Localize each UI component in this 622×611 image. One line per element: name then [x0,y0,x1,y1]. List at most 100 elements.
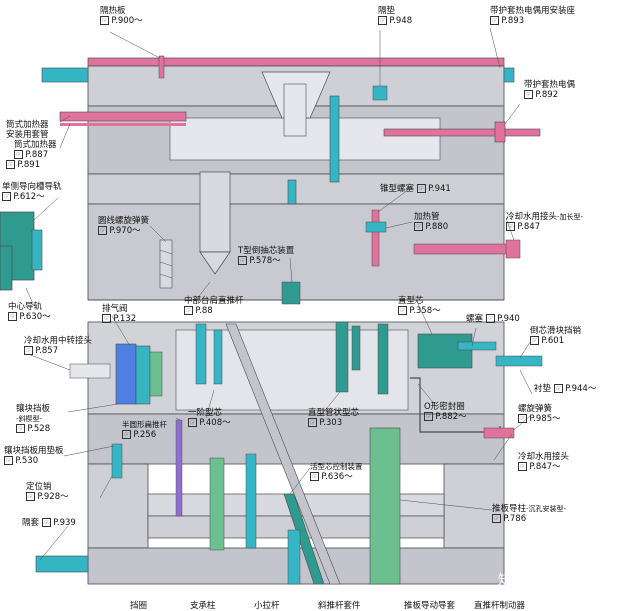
label-name: 倒芯滑块挡销 [530,326,582,336]
nozzle-center [283,83,307,137]
ref-text: P.786 [503,514,527,524]
label-ref: ☞P.893 [490,16,575,26]
label-name: 螺旋弹簧 [518,404,553,414]
label-name: 镶块挡板用垫板 [4,446,64,456]
core-pin-5 [351,325,361,371]
label-suffix: -斜楔型- [16,415,43,423]
vertical-screw-1 [329,95,340,183]
label-ref: ☞P.892 [524,90,575,100]
page-ref-icon: ☞ [398,306,408,315]
t-slider-shape [281,281,301,305]
label-cooling-connector-long: 冷却水用接头-加长型- ☞P.847 [506,212,583,232]
page-ref-icon: ☞ [490,16,500,25]
label-name: 排气阀 [102,304,128,314]
label-ref: ☞P.630～ [8,312,51,322]
page-ref-icon: ☞ [4,456,14,465]
ref-text: P.612～ [13,192,45,202]
label-name: 小拉杆 [254,601,280,611]
label-name: 中心导轨 [8,302,43,312]
label-ref: ☞P.408～ [188,418,231,428]
label-ref: ☞P.601 [530,336,581,346]
label-ref: ☞P.88 [184,306,244,316]
label-name: 加热管 [414,212,440,222]
label-bushing: 衬垫 ☞P.944～ [534,384,596,394]
core-pin-1 [195,323,207,385]
label-ref: ☞P.303 [308,418,359,428]
ref-text: P.303 [319,418,343,428]
label-ref: ☞P.891 [6,160,49,170]
label-name: 单侧导向槽导轨 [2,182,62,192]
ref-text: P.900～ [111,16,143,26]
label-ejector-guide-bush: 推板导动导套 [404,601,455,611]
top-screw-right [503,67,515,83]
ref-text: P.941 [428,184,451,194]
insert-stop-pad-shape [135,345,151,405]
label-ref: ☞P.882～ [424,412,467,422]
label-name: 斜推杆套件 [318,601,361,611]
ref-text: P.887 [25,150,49,160]
label-name: 筒式加热器 安装用套管 [6,120,49,140]
page-ref-icon: ☞ [188,418,198,427]
page-ref-icon: ☞ [102,314,112,323]
ref-text: P.601 [541,336,565,346]
label-ref: ☞P.940 [485,314,520,324]
label-stop-pin: 挡圈 [130,601,147,611]
spring-coil-3 [159,273,173,279]
label-name: 镶块挡板 [16,404,51,414]
label-small-pull-rod: 小拉杆 [254,601,280,611]
label-ref: ☞P.970～ [98,226,149,236]
label-ref: ☞P.132 [102,314,136,324]
thermocouple-shape [383,128,541,137]
label-tube-heater: 筒式加热器 ☞P.887 [14,140,57,160]
page-ref-icon: ☞ [14,150,24,159]
label-name: T型倒抽芯装置 [238,246,295,256]
page-ref-icon: ☞ [6,160,16,169]
label-spacer: 隔套 ☞P.939 [22,518,76,528]
label-name: 筒式加热器 [14,140,57,150]
label-name: 活型芯控制装置 [310,462,363,471]
label-name: 推板导柱 [492,504,527,514]
support-plate [87,413,505,465]
label-cooling-connector: 冷却水用接头 ☞P.847～ [518,452,569,472]
label-name: 带护套热电偶 [524,80,576,90]
label-suffix: -沉孔安装型- [526,505,567,513]
heating-tube-shape [371,209,380,267]
label-name: 挡圈 [130,601,148,611]
label-ref: ☞P.928～ [26,492,69,502]
straight-core-shape [417,333,473,369]
label-step-core: 一阶型芯 ☞P.408～ [188,408,231,428]
ref-text: P.940 [497,314,520,324]
label-center-guide-rail: 中心导轨 ☞P.630～ [8,302,51,322]
ref-text: P.985～ [529,414,561,424]
label-name: 直型芯 [398,296,424,306]
ref-text: P.88 [195,306,213,316]
label-t-slider-core: T型倒抽芯装置 ☞P.578～ [238,246,294,266]
label-straight-tube-core: 直型管状型芯 ☞P.303 [308,408,359,428]
label-name: O形密封圈 [424,402,465,412]
label-tapered-plug: 锥型螺塞 ☞P.941 [380,184,451,194]
page-ref-icon: ☞ [2,192,12,201]
insert-stop-plate-shape [115,343,137,405]
label-name: 螺塞 [466,314,484,324]
ref-text: P.530 [15,456,39,466]
lifter-control-shape [283,493,325,585]
cooling-connector-shape [483,427,515,439]
label-tube-heater-sleeve: 筒式加热器 安装用套管 ☞P.891 [6,100,49,180]
page-ref-icon: ☞ [424,412,434,421]
label-ref: ☞P.636～ [310,472,363,482]
label-ref: ☞P.857 [24,346,92,356]
ref-text: P.358～ [409,306,441,316]
label-name: 隔套 [22,518,40,528]
core-insert [175,329,409,411]
ref-text: P.630～ [19,312,51,322]
cooling-connector-long-shape [413,243,515,255]
label-insert-stop-plate: 镶块挡板 -斜楔型- ☞P.528 [16,404,50,434]
support-pillar-shape [209,457,225,551]
label-cooling-adapter: 冷却水用中转接头 ☞P.857 [24,336,92,356]
label-ref: ☞P.847～ [518,462,569,472]
ref-text: P.857 [35,346,59,356]
ref-text: P.636～ [321,472,353,482]
page-ref-icon: ☞ [553,384,564,393]
label-round-wire-spring: 圆线螺旋弹簧 ☞P.970～ [98,216,149,236]
